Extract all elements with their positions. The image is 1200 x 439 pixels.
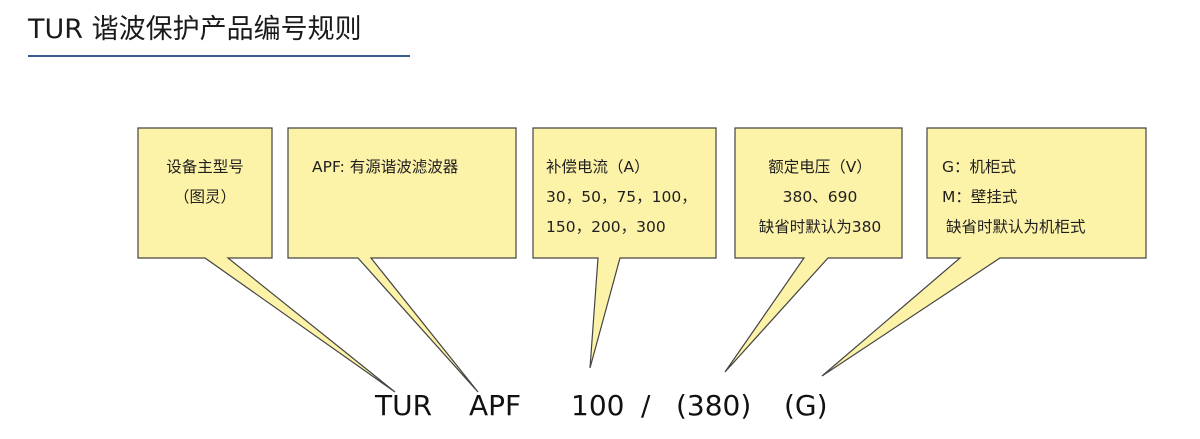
callout-product-type: APF: 有源谐波滤波器 — [312, 152, 458, 182]
callout-current: 补偿电流（A） 30，50，75，100， 150，200，300 — [546, 152, 697, 242]
page-title: TUR 谐波保护产品编号规则 — [28, 14, 362, 45]
callout-voltage-line-1: 额定电压（V） — [768, 158, 872, 176]
callout-main-model-line-2: （图灵） — [173, 188, 236, 206]
callout-main-model: 设备主型号 （图灵） — [157, 152, 253, 212]
callout-voltage-line-3: 缺省时默认为380 — [758, 218, 882, 236]
callout-voltage-shape — [724, 127, 903, 373]
callout-current-line-3: 150，200，300 — [546, 218, 666, 236]
callout-current-line-1: 补偿电流（A） — [546, 158, 650, 176]
code-current: 100 — [571, 389, 625, 422]
callout-main-model-shape — [137, 127, 396, 393]
callout-current-shape — [532, 127, 717, 369]
code-mounting: (G) — [784, 389, 828, 422]
callout-mounting-line-2: M：壁挂式 — [942, 188, 1018, 206]
callout-voltage-line-2: 380、690 — [782, 188, 858, 206]
callout-current-line-2: 30，50，75，100， — [546, 188, 697, 206]
callout-voltage: 额定电压（V） 380、690 缺省时默认为380 — [748, 152, 892, 242]
callout-product-type-line-1: APF: 有源谐波滤波器 — [312, 158, 459, 176]
callout-main-model-line-1: 设备主型号 — [166, 158, 244, 176]
callout-mounting-shape — [821, 127, 1147, 377]
code-type: APF — [469, 389, 522, 422]
code-voltage: (380) — [676, 389, 752, 422]
title-underline — [28, 55, 410, 57]
callout-mounting-line-3: 缺省时默认为机柜式 — [946, 218, 1086, 236]
code-series: TUR — [375, 389, 433, 422]
code-separator: / — [641, 389, 651, 422]
callout-product-type-shape — [287, 127, 517, 393]
callout-mounting-line-1: G：机柜式 — [942, 158, 1017, 176]
callout-mounting: G：机柜式 M：壁挂式 缺省时默认为机柜式 — [942, 152, 1086, 242]
